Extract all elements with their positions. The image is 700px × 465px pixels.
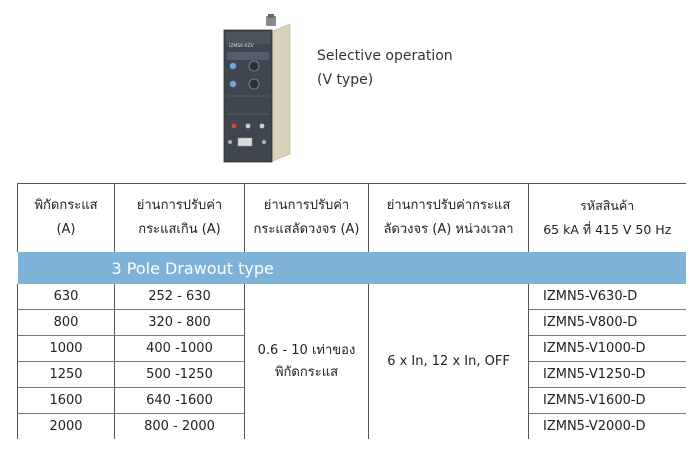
cell-range: 400 -1000 (114, 335, 245, 362)
header-line: กระแสลัดวงจร (A) (253, 222, 360, 237)
header-line: (A) (56, 222, 76, 237)
cell-range: 640 -1600 (114, 387, 245, 414)
cell-product-code: IZMN5-V2000-D (543, 419, 646, 434)
header-line: ย่านการปรับค่า (263, 198, 350, 213)
cell-rating: 1000 (17, 335, 115, 362)
merged-line: พิกัดกระแส (274, 364, 339, 380)
cell-rating: 1600 (17, 387, 115, 414)
cell-delay-range: 6 x In, 12 x In, OFF (368, 284, 529, 439)
caption-line-1: Selective operation (317, 48, 453, 64)
cell-product-code: IZMN5-V800-D (528, 309, 686, 336)
header-delay-range: ย่านการปรับค่ากระแส ลัดวงจร (A) หน่วงเวล… (368, 183, 529, 252)
breaker-trip-unit-image: IZMS6-XZV (223, 14, 291, 163)
header-line: พิกัดกระแส (34, 198, 98, 213)
header-overload-range: ย่านการปรับค่า กระแสเกิน (A) (114, 183, 245, 252)
table-row: 1000 400 -1000 IZMN5-V1000-D (17, 335, 686, 362)
section-title: 3 Pole Drawout type (17, 252, 529, 284)
merged-line: 0.6 - 10 เท่าของ (257, 342, 356, 358)
cell-rating: 1250 (17, 361, 115, 388)
cell-product-code: IZMN5-V1600-D (528, 387, 686, 414)
header-line: ย่านการปรับค่ากระแส (386, 198, 511, 213)
table-header-row: พิกัดกระแส (A) ย่านการปรับค่า กระแสเกิน … (17, 183, 686, 252)
cell-product-code: IZMN5-V630-D (528, 284, 686, 310)
caption-line-2: (V type) (317, 72, 374, 88)
cell-range: 252 - 630 (114, 284, 245, 310)
cell-range: 500 -1250 (114, 361, 245, 388)
cell-rating: 2000 (17, 413, 115, 439)
cell-rating: 800 (17, 309, 115, 336)
header-line: ย่านการปรับค่า (136, 198, 223, 213)
cell-product-code: IZMN5-V1000-D (528, 335, 686, 362)
cell-rating: 630 (17, 284, 115, 310)
section-band: 3 Pole Drawout type (17, 252, 686, 284)
header-rating: พิกัดกระแส (A) (17, 183, 115, 252)
cell-short-circuit-range: 0.6 - 10 เท่าของ พิกัดกระแส (244, 284, 369, 439)
header-product-code: รหัสสินค้า 65 kA ที่ 415 V 50 Hz (528, 183, 686, 252)
header-line: ลัดวงจร (A) หน่วงเวลา (383, 222, 514, 237)
product-label: IZMS6-XZV (229, 43, 255, 49)
header-line: รหัสสินค้า (580, 198, 635, 213)
table-row: 1250 500 -1250 IZMN5-V1250-D (17, 361, 686, 388)
header-line: 65 kA ที่ 415 V 50 Hz (543, 222, 672, 237)
cell-product-code: IZMN5-V1250-D (528, 361, 686, 388)
section-band-end (528, 252, 686, 284)
table-row: 2000 800 - 2000 IZMN5-V2000-D (17, 413, 686, 439)
table-row: 1600 640 -1600 IZMN5-V1600-D (17, 387, 686, 414)
table-row: 630 252 - 630 0.6 - 10 เท่าของ พิกัดกระแ… (17, 284, 686, 439)
product-caption: Selective operation (V type) (317, 44, 453, 92)
header-line: กระแสเกิน (A) (138, 222, 221, 237)
cell-range: 320 - 800 (114, 309, 245, 336)
table-row: 800 320 - 800 IZMN5-V800-D (17, 309, 686, 336)
header-short-circuit-range: ย่านการปรับค่า กระแสลัดวงจร (A) (244, 183, 369, 252)
spec-table: พิกัดกระแส (A) ย่านการปรับค่า กระแสเกิน … (17, 183, 686, 439)
cell-range: 800 - 2000 (114, 413, 245, 439)
